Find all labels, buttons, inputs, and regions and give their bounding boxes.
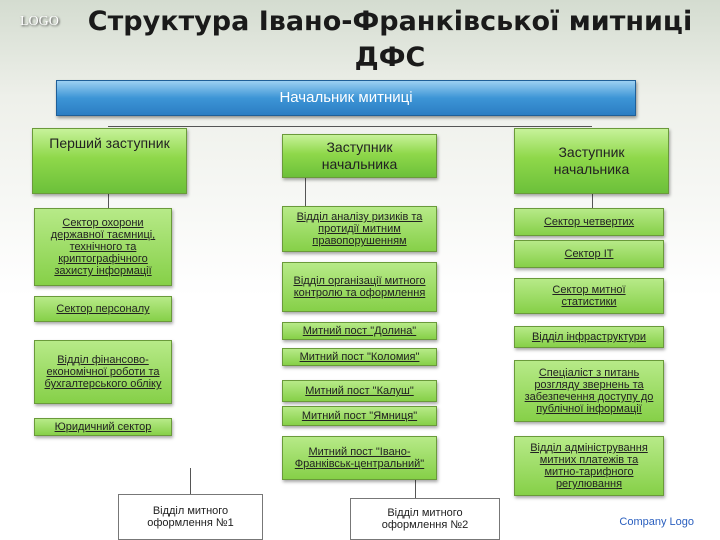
right-unit-5-label: Спеціаліст з питань розгляду звернень та… xyxy=(524,367,654,415)
middle-unit-1-label: Відділ аналізу ризиків та протидії митни… xyxy=(296,211,423,247)
middle-unit-7: Митний пост "Івано-Франківськ-центральни… xyxy=(282,436,437,480)
right-unit-3-label: Сектор митної статистики xyxy=(552,284,626,308)
right-unit-1: Сектор четвертих xyxy=(514,208,664,236)
left-unit-4-label: Юридичний сектор xyxy=(54,421,152,433)
left-unit-2-label: Сектор персоналу xyxy=(56,303,150,315)
left-bottom-label: Відділ митного оформлення №1 xyxy=(147,505,234,529)
left-unit-4: Юридичний сектор xyxy=(34,418,172,436)
head-label: Начальник митниці xyxy=(279,89,413,106)
left-bottom-unit: Відділ митного оформлення №1 xyxy=(118,494,263,540)
middle-unit-2-label: Відділ організації митного контролю та о… xyxy=(293,275,426,299)
middle-unit-6-label: Митний пост "Ямниця" xyxy=(301,410,418,422)
middle-unit-2: Відділ організації митного контролю та о… xyxy=(282,262,437,312)
right-unit-1-label: Сектор четвертих xyxy=(543,216,635,228)
middle-unit-5: Митний пост "Калуш" xyxy=(282,380,437,402)
middle-unit-7-label: Митний пост "Івано-Франківськ-центральни… xyxy=(294,446,425,470)
right-unit-3: Сектор митної статистики xyxy=(514,278,664,314)
title-line-2: ДФС xyxy=(354,42,426,73)
middle-unit-3-label: Митний пост "Долина" xyxy=(302,325,417,337)
right-unit-5: Спеціаліст з питань розгляду звернень та… xyxy=(514,360,664,422)
left-unit-3: Відділ фінансово-економічної роботи та б… xyxy=(34,340,172,404)
connector-col1-h xyxy=(108,195,109,196)
right-unit-2-label: Сектор IT xyxy=(564,248,614,260)
middle-unit-5-label: Митний пост "Калуш" xyxy=(305,385,414,397)
left-unit-3-label: Відділ фінансово-економічної роботи та б… xyxy=(44,354,162,390)
connector-col2-bottom xyxy=(415,478,416,500)
right-unit-6: Відділ адміністрування митних платежів т… xyxy=(514,436,664,496)
left-unit-1-label: Сектор охорони державної таємниці, техні… xyxy=(50,217,156,277)
title-line-1: Структура Івано-Франківської митниці xyxy=(87,6,693,37)
middle-unit-6: Митний пост "Ямниця" xyxy=(282,406,437,426)
deputy-third-label: Заступник начальника xyxy=(553,144,630,177)
connector-col3 xyxy=(592,194,593,208)
logo: LOGO xyxy=(20,14,59,29)
middle-unit-1: Відділ аналізу ризиків та протидії митни… xyxy=(282,206,437,252)
middle-unit-3: Митний пост "Долина" xyxy=(282,322,437,340)
connector-head xyxy=(108,126,592,127)
page-title: Структура Івано-Франківської митниці ДФС xyxy=(70,4,710,76)
middle-unit-4-label: Митний пост "Коломия" xyxy=(299,351,420,363)
connector-col2 xyxy=(305,178,306,206)
connector-col1-bottom xyxy=(190,468,191,494)
middle-unit-4: Митний пост "Коломия" xyxy=(282,348,437,366)
head-box: Начальник митниці xyxy=(56,80,636,116)
left-unit-2: Сектор персоналу xyxy=(34,296,172,322)
deputy-first-box: Перший заступник xyxy=(32,128,187,194)
deputy-third-box: Заступник начальника xyxy=(514,128,669,194)
middle-bottom-label: Відділ митного оформлення №2 xyxy=(381,507,469,531)
deputy-second-box: Заступник начальника xyxy=(282,134,437,178)
right-unit-4: Відділ інфраструктури xyxy=(514,326,664,348)
right-unit-4-label: Відділ інфраструктури xyxy=(531,331,647,343)
company-logo: Company Logo xyxy=(619,516,694,528)
right-unit-6-label: Відділ адміністрування митних платежів т… xyxy=(530,442,648,490)
middle-bottom-unit: Відділ митного оформлення №2 xyxy=(350,498,500,540)
left-unit-1: Сектор охорони державної таємниці, техні… xyxy=(34,208,172,286)
deputy-first-label: Перший заступник xyxy=(49,135,170,151)
connector-col1 xyxy=(108,193,109,208)
deputy-second-label: Заступник начальника xyxy=(321,139,398,172)
right-unit-2: Сектор IT xyxy=(514,240,664,268)
